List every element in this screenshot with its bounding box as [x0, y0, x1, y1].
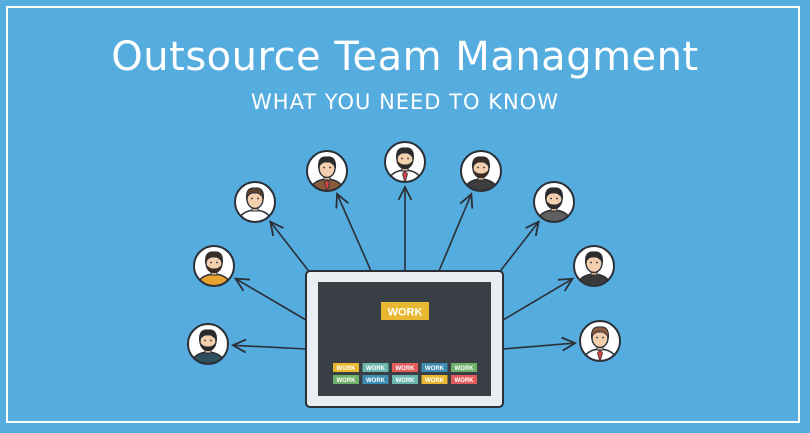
task-card-label: WORK — [396, 366, 416, 372]
task-card: WORK — [451, 363, 477, 372]
avatar-hair — [204, 251, 224, 264]
person-icon — [384, 141, 426, 183]
person-icon — [573, 245, 615, 287]
task-card: WORK — [392, 363, 418, 372]
task-card: WORK — [362, 375, 389, 384]
task-card: WORK — [362, 363, 389, 372]
avatar-hair — [584, 251, 604, 264]
arrow-head-icon — [459, 192, 474, 209]
arrow-head-icon — [269, 220, 284, 237]
task-card: WORK — [392, 375, 418, 384]
task-card-bg — [451, 363, 477, 372]
avatar-beard — [546, 201, 562, 209]
person-icon — [533, 181, 575, 223]
avatar-hair — [544, 187, 564, 200]
person-icon — [193, 245, 235, 287]
tie-icon — [402, 170, 408, 182]
task-card-label: WORK — [425, 366, 445, 372]
task-card: WORK — [333, 375, 359, 384]
task-card: WORK — [333, 363, 359, 372]
task-card-label: WORK — [455, 366, 475, 372]
task-card-bg — [421, 375, 448, 384]
arrows-group — [230, 184, 578, 354]
avatar-ring — [533, 181, 575, 223]
arrow-line — [438, 193, 473, 272]
avatar-hair — [395, 147, 415, 160]
arrow-head-icon — [525, 220, 540, 237]
task-card-bg — [333, 375, 359, 384]
task-card-label: WORK — [396, 378, 416, 384]
task-card-bg — [333, 363, 359, 372]
arrow-line — [235, 277, 307, 321]
arrow-head-icon — [233, 277, 251, 292]
person-icon — [306, 150, 348, 192]
task-cards: WORK WORK WORK WORK WORK WORK WORK WORK WORK WORK — [333, 363, 477, 384]
avatar-beard — [206, 265, 222, 273]
task-card-bg — [392, 363, 418, 372]
arrow-line — [502, 278, 573, 321]
avatar-beard — [397, 161, 413, 169]
page-subtitle: WHAT YOU NEED TO KNOW — [251, 90, 559, 114]
arrow-head-icon — [230, 338, 247, 354]
avatar-beard — [473, 170, 489, 178]
task-card-label: WORK — [366, 366, 386, 372]
task-card: WORK — [451, 375, 477, 384]
work-badge-label: WORK — [388, 307, 423, 319]
avatar-ring — [193, 245, 235, 287]
avatar-ring — [234, 181, 276, 223]
avatar-beard — [200, 343, 216, 351]
avatar-ring — [306, 150, 348, 192]
avatar-ring — [573, 245, 615, 287]
avatar-hair — [198, 329, 218, 342]
task-card-bg — [451, 375, 477, 384]
avatar-ring — [187, 323, 229, 365]
task-card: WORK — [421, 375, 448, 384]
white-border-frame — [6, 6, 800, 423]
task-card-bg — [362, 375, 389, 384]
arrow-line — [502, 342, 576, 350]
task-card-label: WORK — [337, 366, 357, 372]
task-card-bg — [421, 363, 448, 372]
tie-icon — [597, 349, 603, 361]
person-icon — [234, 181, 276, 223]
task-card: WORK — [421, 363, 448, 372]
team-members — [187, 141, 621, 365]
avatar-hair — [245, 187, 265, 200]
arrow-line — [336, 193, 372, 272]
avatar-ring — [384, 141, 426, 183]
task-card-label: WORK — [366, 378, 386, 384]
arrow-head-icon — [335, 192, 349, 209]
tie-icon — [324, 179, 330, 191]
task-card-bg — [362, 363, 389, 372]
arrow-head-icon — [561, 336, 578, 352]
avatar-hair — [471, 156, 491, 169]
task-card-label: WORK — [455, 378, 475, 384]
arrow-head-icon — [557, 277, 575, 292]
avatar-hair — [590, 326, 610, 339]
person-icon — [460, 150, 502, 192]
avatar-hair — [317, 156, 337, 169]
task-card-label: WORK — [425, 378, 445, 384]
work-badge — [381, 302, 429, 320]
page-title: Outsource Team Managment — [111, 34, 699, 80]
task-card-label: WORK — [337, 378, 357, 384]
person-icon — [579, 320, 621, 362]
avatar-ring — [460, 150, 502, 192]
person-icon — [187, 323, 229, 365]
avatar-ring — [579, 320, 621, 362]
task-card-bg — [392, 375, 418, 384]
arrow-head-icon — [397, 184, 413, 201]
arrow-line — [232, 344, 307, 350]
